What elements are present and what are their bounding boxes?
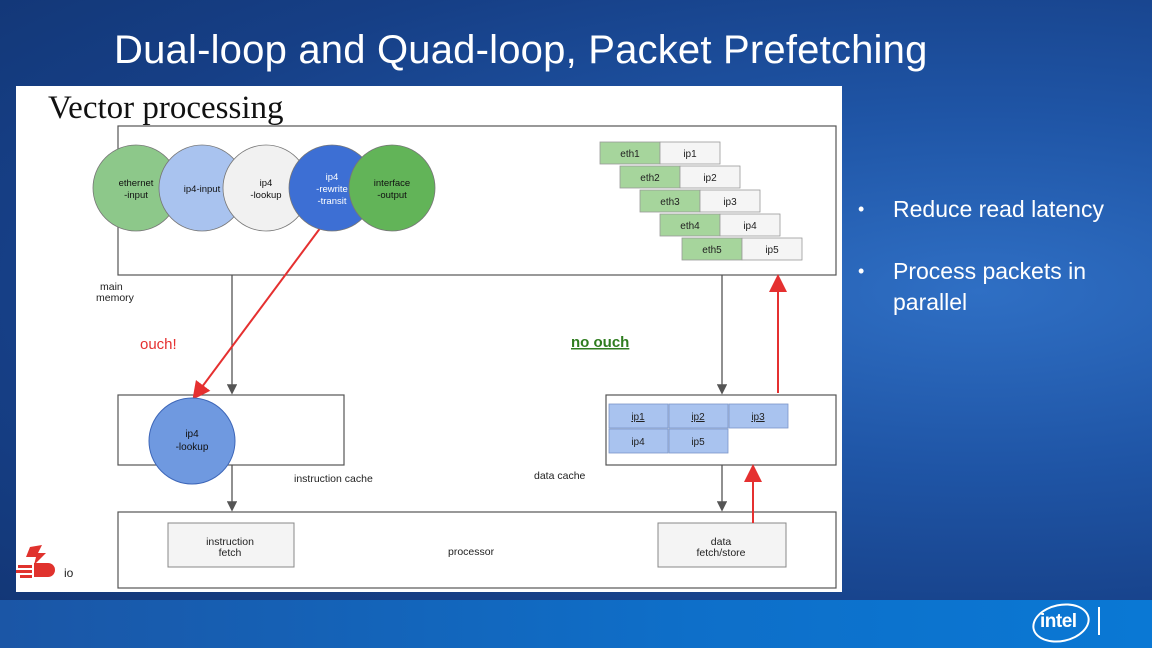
packet-eth-label: eth3 [660,197,680,208]
packet-eth-label: eth4 [680,221,700,232]
dcache-cell [608,428,669,454]
graph-node-label: ethernet [119,178,154,189]
packet-ip-label: ip2 [703,173,717,184]
packet-eth-label: eth1 [620,149,640,160]
packet-eth-label: eth2 [640,173,660,184]
packet-ip-cell [719,213,781,237]
processor-label: processor [448,546,495,558]
main-memory-label-2: memory [96,292,135,304]
graph-node-label: -output [377,190,407,201]
main-memory-label-1: main [100,281,123,293]
vector-processing-heading: Vector processing [48,90,284,126]
data-fetch-store-line1: data [711,536,732,548]
intel-logo-text: intel [1040,611,1077,632]
packet-ip-label: ip4 [743,221,757,232]
instruction-cache-label: instruction cache [294,473,373,485]
bullet-marker: • [858,261,865,281]
dcache-cell [668,403,729,429]
intel-logo-divider [1098,607,1100,635]
bullet-list: • Reduce read latency • Process packets … [846,194,1146,349]
graph-node-label: interface [374,178,410,189]
packet-ip-cell [659,141,721,165]
icache-node-line1: ip4 [185,429,199,440]
no-ouch-label: no ouch [571,334,629,351]
packet-ip-cell [679,165,741,189]
instruction-fetch-line2: fetch [219,547,242,559]
graph-node-label: -transit [317,196,346,207]
instruction-fetch-line1: instruction [206,536,254,548]
dcache-cell-label: ip2 [691,412,705,423]
graph-node-label: -lookup [250,190,281,201]
packet-ip-cell [699,189,761,213]
footer-bar [0,600,1152,648]
graph-node-label: ip4-input [184,184,221,195]
bullet-item: • Reduce read latency [846,194,1146,225]
ouch-red-arrow [192,226,322,400]
bullet-text: Reduce read latency [893,196,1104,222]
slide-title: Dual-loop and Quad-loop, Packet Prefetch… [114,28,928,72]
bullet-item: • Process packets in parallel [846,256,1146,318]
icache-node-line2: -lookup [176,442,209,453]
packet-ip-label: ip5 [765,245,779,256]
dcache-cell [668,428,729,454]
packet-ip-label: ip1 [683,149,697,160]
packet-ip-cell [741,237,803,261]
fdio-logo-icon: io [16,545,74,580]
dcache-cell-label: ip5 [691,437,705,448]
fdio-logo-text: io [64,566,74,580]
bullet-marker: • [858,199,865,219]
graph-node-label: -input [124,190,148,201]
graph-node-4 [348,144,436,232]
icache-ip4-lookup-node [148,397,236,485]
data-fetch-store-line2: fetch/store [696,547,745,559]
graph-node-label: ip4 [260,178,273,189]
data-fetch-store-box [657,522,787,568]
dcache-cell-label: ip3 [751,412,765,423]
packet-eth-label: eth5 [702,245,722,256]
graph-node-label: ip4 [326,172,339,183]
instruction-fetch-box [167,522,295,568]
bullet-text: Process packets in parallel [893,258,1087,315]
diagram-canvas: ethernet-inputip4-inputip4-lookupip4-rew… [92,125,837,589]
packet-ip-label: ip3 [723,197,737,208]
dcache-cell-label: ip4 [631,437,645,448]
dcache-cell [608,403,669,429]
graph-node-label: -rewrite [316,184,348,195]
dcache-cell-label: ip1 [631,412,645,423]
dcache-cell [728,403,789,429]
data-cache-label: data cache [534,470,586,482]
ouch-label: ouch! [140,336,177,353]
